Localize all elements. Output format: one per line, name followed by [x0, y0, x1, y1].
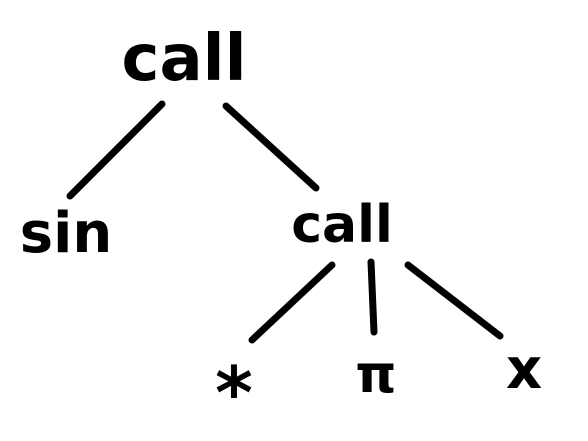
node-sin: sin — [20, 201, 112, 266]
node-inner-call: call — [291, 195, 393, 255]
node-pi: π — [355, 345, 396, 405]
edge-call-to-star — [248, 261, 336, 344]
edge-call-to-pi — [367, 258, 378, 336]
node-root-call: call — [122, 22, 247, 96]
edge-call-to-x — [404, 261, 504, 340]
edge-root-to-call — [222, 102, 320, 192]
edge-root-to-sin — [66, 100, 166, 200]
node-x: x — [506, 337, 542, 402]
node-star: * — [215, 351, 253, 435]
